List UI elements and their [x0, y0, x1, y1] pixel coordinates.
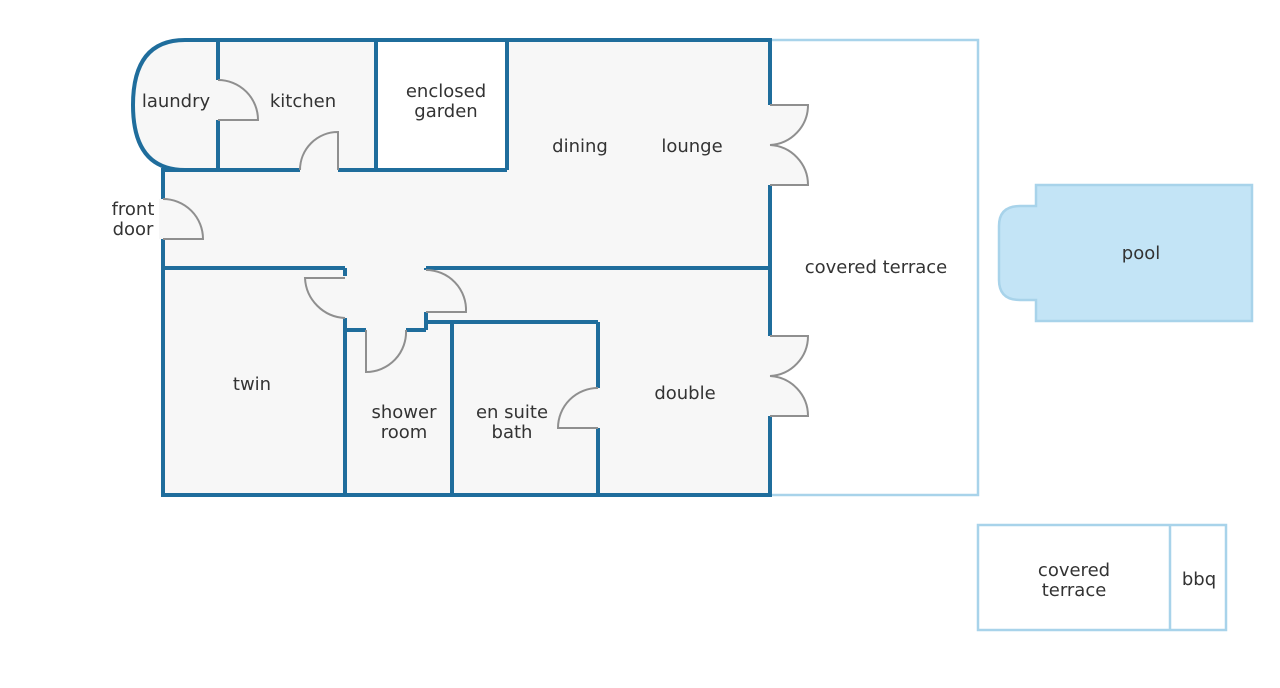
lounge-door-bottom: [769, 144, 810, 186]
label-enclosed-garden-line1: enclosed: [406, 81, 486, 102]
ensuite-corridor-door: [425, 268, 468, 313]
shower-room-door: [365, 329, 408, 374]
covered-terrace-2-outline: [976, 523, 1228, 632]
label-laundry: laundry: [142, 91, 211, 112]
label-lounge: lounge: [661, 136, 722, 157]
lounge-door-top: [769, 104, 810, 146]
ensuite-bath-door: [556, 387, 599, 429]
label-twin: twin: [233, 374, 271, 395]
laundry-door: [217, 79, 260, 121]
label-pool: pool: [1122, 243, 1160, 264]
label-bbq: bbq: [1182, 569, 1216, 590]
kitchen-door: [299, 130, 339, 171]
enclosed-garden-area: [376, 40, 507, 170]
label-en-suite-bath-line1: en suite: [476, 402, 548, 423]
double-door-top: [769, 335, 810, 377]
label-enclosed-garden-line2: garden: [414, 101, 477, 122]
label-shower-room-line1: shower: [372, 402, 438, 423]
label-front-door-line1: front: [112, 199, 155, 220]
pool: [997, 183, 1254, 323]
label-covered-terrace-2-line2: terrace: [1042, 580, 1107, 601]
label-en-suite-bath-line2: bath: [492, 422, 533, 443]
double-door-bottom: [769, 375, 810, 417]
label-kitchen: kitchen: [270, 91, 336, 112]
label-covered-terrace: covered terrace: [805, 257, 947, 278]
twin-door: [303, 277, 346, 319]
label-covered-terrace-2-line1: covered: [1038, 560, 1110, 581]
label-front-door-line2: door: [113, 219, 154, 240]
label-shower-room-line2: room: [381, 422, 428, 443]
label-double: double: [654, 383, 715, 404]
doors: [162, 79, 810, 429]
front-door: [162, 198, 205, 240]
label-dining: dining: [552, 136, 608, 157]
